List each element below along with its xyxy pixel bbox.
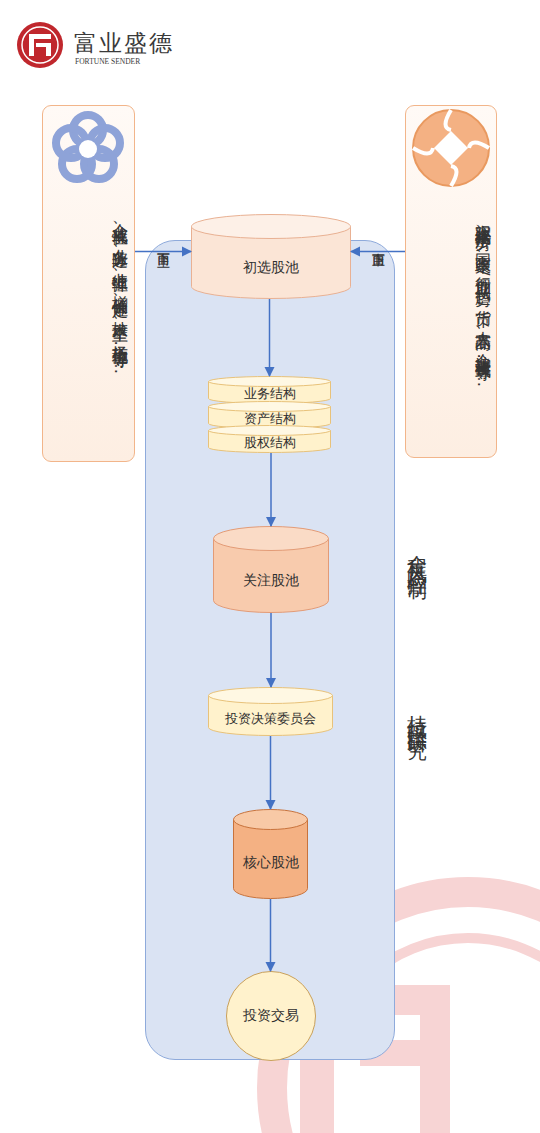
- cylinder-top: [214, 527, 329, 551]
- node-text: 初选股池: [191, 236, 351, 299]
- logo-mark: [17, 22, 63, 68]
- cylinder-outline: [191, 214, 351, 299]
- cylinder-top: [234, 810, 308, 830]
- trade-circle: 投资交易: [226, 971, 316, 1061]
- node-text: 全程风险控制: [404, 539, 430, 569]
- node-text: 股权结构: [208, 433, 331, 453]
- cylinder-body: [234, 820, 308, 899]
- brand-name: 富业盛德: [74, 28, 174, 59]
- cylinder-top: [209, 377, 331, 387]
- node-text: 投资交易: [227, 972, 315, 1060]
- cylinder-top: [209, 402, 331, 412]
- structure-layer: 股权结构: [208, 425, 331, 453]
- factor-box: 企业成长性、业务边际、业绩弹性、增长确定性、技术壁垒、市场地位等等……: [42, 105, 135, 462]
- factor-box: 宏观政治经济形势、国家政策、行业周期/趋势、货币、大宗商品、企业运营模式等等……: [405, 105, 497, 458]
- node-text: 关注股池: [213, 548, 329, 613]
- structure-layer: 业务结构: [208, 376, 331, 404]
- node-text: 投资决策委员会: [208, 701, 333, 736]
- node-text: 企业成长性、业务边际、业绩弹性、增长确定性、技术壁垒、市场地位等等……: [51, 211, 135, 433]
- stock-pool-cylinder: 关注股池: [213, 526, 329, 613]
- edge-label: 自上而下: [370, 242, 386, 246]
- edge-label: 自下而上: [155, 242, 171, 246]
- stock-pool-cylinder: 核心股池: [233, 809, 308, 899]
- cylinder-top: [192, 215, 351, 239]
- cylinder-top: [209, 426, 331, 436]
- committee-cylinder: 投资决策委员会: [208, 687, 333, 736]
- cylinder-top: [209, 688, 333, 704]
- brand-subtitle: FORTUNE SENDER: [75, 57, 140, 66]
- node-text: 宏观政治经济形势、国家政策、行业周期/趋势、货币、大宗商品、企业运营模式等等……: [406, 211, 498, 459]
- node-text: 核心股池: [233, 827, 308, 899]
- cylinder-outline: [213, 526, 329, 613]
- node-text: 持续跟踪研究: [404, 699, 430, 729]
- stock-pool-cylinder: 初选股池: [191, 214, 351, 299]
- process-band: 全程风险控制持续跟踪研究初选股池业务结构资产结构股权结构关注股池投资决策委员会核…: [145, 240, 395, 1060]
- structure-layer: 资产结构: [208, 401, 331, 429]
